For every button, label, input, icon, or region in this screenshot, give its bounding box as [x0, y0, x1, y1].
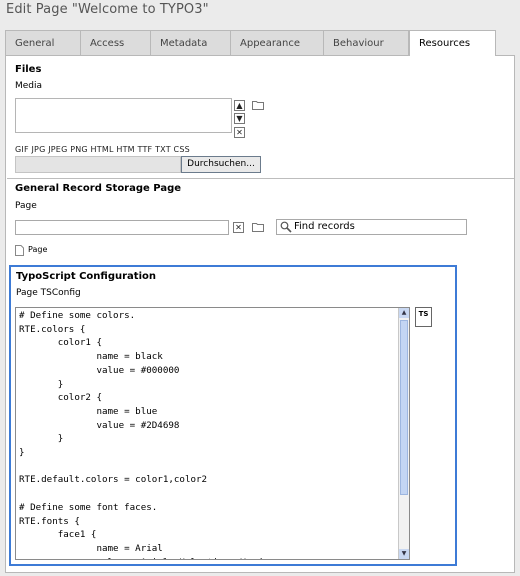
move-down-button[interactable]: ▼	[234, 113, 245, 124]
folder-icon[interactable]	[252, 222, 264, 232]
tab-bar: General Access Metadata Appearance Behav…	[5, 30, 515, 56]
tab-general[interactable]: General	[5, 30, 81, 55]
tab-access[interactable]: Access	[80, 30, 152, 55]
allowed-file-types: GIF JPG JPEG PNG HTML HTM TTF TXT CSS	[15, 145, 190, 154]
close-icon: ✕	[236, 128, 243, 137]
close-icon: ✕	[235, 223, 242, 232]
storage-page-label: Page	[15, 201, 37, 211]
page-title: Edit Page "Welcome to TYPO3"	[6, 2, 209, 17]
remove-button[interactable]: ✕	[234, 127, 245, 138]
file-upload-input[interactable]	[15, 156, 181, 173]
tab-label: Appearance	[240, 38, 301, 49]
typoscript-section-title: TypoScript Configuration	[16, 271, 156, 282]
divider	[7, 178, 514, 179]
tab-appearance[interactable]: Appearance	[230, 30, 324, 55]
tab-resources[interactable]: Resources	[409, 30, 496, 56]
files-section-title: Files	[15, 64, 42, 75]
storage-page-input[interactable]	[15, 220, 229, 235]
tab-label: Resources	[419, 38, 471, 49]
tab-label: General	[15, 38, 55, 49]
tab-label: Access	[90, 38, 125, 49]
media-label: Media	[15, 81, 43, 91]
page-link[interactable]: Page	[28, 245, 48, 254]
vertical-scrollbar[interactable]: ▲ ▼	[398, 308, 409, 559]
page-icon	[15, 245, 24, 256]
page-tsconfig-label: Page TSConfig	[16, 288, 81, 298]
move-up-button[interactable]: ▲	[234, 100, 245, 111]
scroll-up-icon[interactable]: ▲	[399, 308, 409, 318]
ts-wizard-button[interactable]: TS	[415, 307, 432, 327]
scroll-thumb[interactable]	[400, 320, 408, 495]
storage-section-title: General Record Storage Page	[15, 183, 182, 194]
arrow-down-icon: ▼	[236, 114, 243, 123]
browse-button[interactable]: Durchsuchen...	[181, 156, 261, 173]
search-icon	[280, 221, 292, 233]
folder-icon[interactable]	[252, 100, 264, 110]
tab-label: Metadata	[160, 38, 208, 49]
arrow-up-icon: ▲	[236, 101, 243, 110]
media-list[interactable]	[15, 98, 232, 133]
tsconfig-code: # Define some colors. RTE.colors { color…	[19, 310, 279, 559]
page-tsconfig-textarea[interactable]: # Define some colors. RTE.colors { color…	[15, 307, 410, 560]
find-records-input[interactable]: Find records	[276, 219, 467, 235]
find-records-label: Find records	[294, 221, 355, 232]
typoscript-section: TypoScript Configuration Page TSConfig #…	[9, 265, 457, 566]
tab-metadata[interactable]: Metadata	[150, 30, 232, 55]
tab-label: Behaviour	[333, 38, 384, 49]
tab-behaviour[interactable]: Behaviour	[323, 30, 409, 55]
clear-button[interactable]: ✕	[233, 222, 244, 233]
scroll-down-icon[interactable]: ▼	[399, 549, 409, 559]
resources-panel: Files Media ▲ ▼ ✕ GIF JPG JPEG PNG HTML …	[5, 55, 515, 573]
ts-button-label: TS	[418, 310, 429, 318]
